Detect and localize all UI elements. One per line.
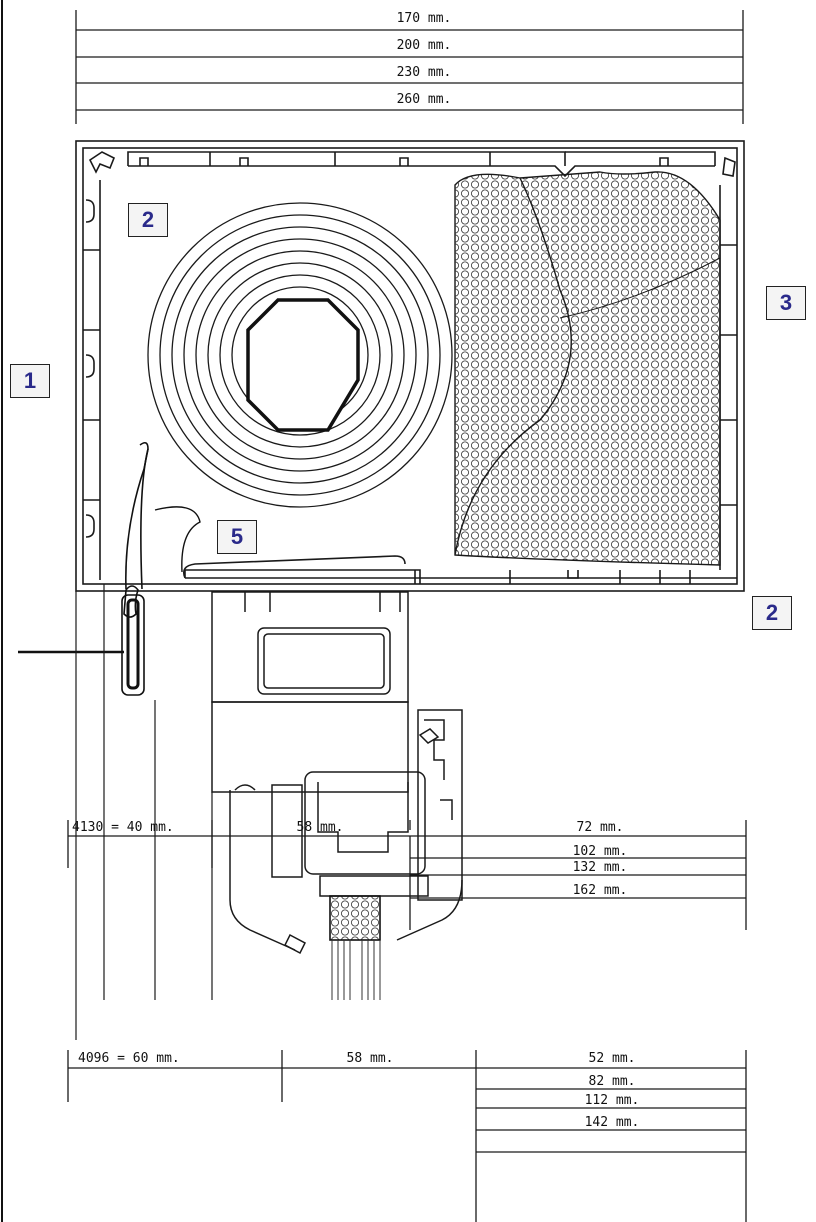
bottom1-dim-72: 72 mm. xyxy=(577,820,624,835)
bottom-table-2 xyxy=(67,1050,747,1222)
curtain-slats xyxy=(121,441,149,696)
top-dim-170: 170 mm. xyxy=(397,11,452,26)
glass-pane-lines xyxy=(331,940,381,1000)
bottom1-dim-102: 102 mm. xyxy=(573,844,628,859)
top-dim-260: 260 mm. xyxy=(397,92,452,107)
octagon-shaft xyxy=(246,298,360,432)
roller-coil xyxy=(147,202,453,508)
callout-1: 1 xyxy=(10,364,50,398)
bottom2-dim-142: 142 mm. xyxy=(585,1115,640,1130)
bottom2-dim-52: 52 mm. xyxy=(589,1051,636,1066)
bottom-table-1 xyxy=(67,820,747,930)
window-frame-profile xyxy=(211,591,463,955)
bottom1-dim-132: 132 mm. xyxy=(573,860,628,875)
bottom1-left-label: 4130 = 40 mm. xyxy=(72,820,174,835)
bottom1-dim-162: 162 mm. xyxy=(573,883,628,898)
callout-3: 3 xyxy=(766,286,806,320)
insulation-fill xyxy=(454,171,721,566)
bottom2-left-label: 4096 = 60 mm. xyxy=(78,1051,180,1066)
reference-lines xyxy=(75,584,213,1040)
bottom2-dim-112: 112 mm. xyxy=(585,1093,640,1108)
insulation-seam xyxy=(559,257,721,319)
top-dim-200: 200 mm. xyxy=(397,38,452,53)
bottom2-mid-label: 58 mm. xyxy=(347,1051,394,1066)
callout-5: 5 xyxy=(217,520,257,554)
top-dimension-table xyxy=(75,10,744,124)
callout-2-right: 2 xyxy=(752,596,792,630)
callout-2-top: 2 xyxy=(128,203,168,237)
bottom2-dim-82: 82 mm. xyxy=(589,1074,636,1089)
bottom1-mid-label: 58 mm. xyxy=(297,820,344,835)
top-dim-230: 230 mm. xyxy=(397,65,452,80)
guide-lip xyxy=(154,506,201,573)
glazing-seal xyxy=(329,895,381,941)
